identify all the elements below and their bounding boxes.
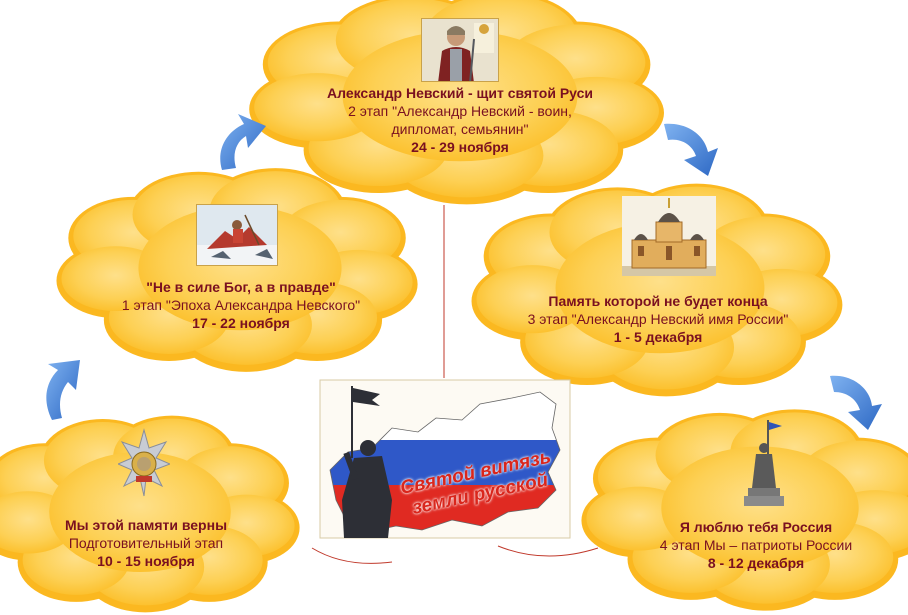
cloud-stage-1: [56, 168, 418, 372]
stage-3-dates: 1 - 5 декабря: [613, 329, 703, 345]
stage-3-subtitle: 3 этап "Александр Невский имя России": [527, 311, 789, 327]
stage-1-title: "Не в силе Бог, а в правде": [146, 279, 336, 295]
stage-1-picture: [196, 204, 278, 266]
cloud-stage-2: [249, 0, 664, 205]
stage-4-picture: [742, 418, 794, 508]
arrow-down-right-icon: [830, 375, 882, 430]
warrior-portrait-icon: [422, 19, 498, 81]
stage-4-text: Я люблю тебя Россия 4 этап Мы – патриоты…: [628, 518, 884, 572]
connector-right: [497, 545, 599, 557]
arrow-up-left-icon: [46, 360, 80, 420]
stage-4-dates: 8 - 12 декабря: [707, 555, 805, 571]
cathedral-icon: [622, 196, 716, 276]
stage-0-subtitle: Подготовительный этап: [68, 535, 224, 551]
stage-3-text: Память которой не будет конца 3 этап "Ал…: [508, 292, 808, 346]
stage-2-subtitle: 2 этап "Александр Невский - воин, диплом…: [348, 103, 572, 137]
stage-0-picture: [118, 428, 170, 498]
stage-1-dates: 17 - 22 ноября: [192, 315, 290, 331]
arrow-down-top-right-icon: [664, 123, 718, 176]
stage-1-text: "Не в силе Бог, а в правде" 1 этап "Эпох…: [96, 278, 386, 332]
center-illustration: [319, 379, 571, 539]
stage-2-dates: 24 - 29 ноября: [411, 139, 509, 155]
arrow-up-top-left-icon: [220, 114, 266, 170]
stage-1-subtitle: 1 этап "Эпоха Александра Невского": [121, 297, 361, 313]
warrior-statue-icon: [342, 386, 392, 538]
stage-3-picture: [622, 196, 716, 276]
stage-4-title: Я люблю тебя Россия: [679, 519, 833, 535]
stage-3-title: Память которой не будет конца: [548, 293, 768, 309]
connector-lines: [311, 205, 599, 564]
connector-left: [311, 547, 393, 564]
stage-0-text: Мы этой памяти верны Подготовительный эт…: [30, 516, 262, 570]
stage-0-title: Мы этой памяти верны: [64, 517, 228, 533]
stage-2-title: Александр Невский - щит святой Руси: [327, 85, 593, 101]
stage-2-text: Александр Невский - щит святой Руси 2 эт…: [300, 84, 620, 156]
stage-4-subtitle: 4 этап Мы – патриоты России: [659, 537, 853, 553]
monument-icon: [744, 420, 784, 506]
stage-0-dates: 10 - 15 ноября: [97, 553, 195, 569]
order-star-icon: [118, 428, 170, 497]
stage-2-picture: [421, 18, 499, 82]
battle-painting-icon: [197, 205, 277, 265]
cycle-arrows: [46, 114, 882, 430]
